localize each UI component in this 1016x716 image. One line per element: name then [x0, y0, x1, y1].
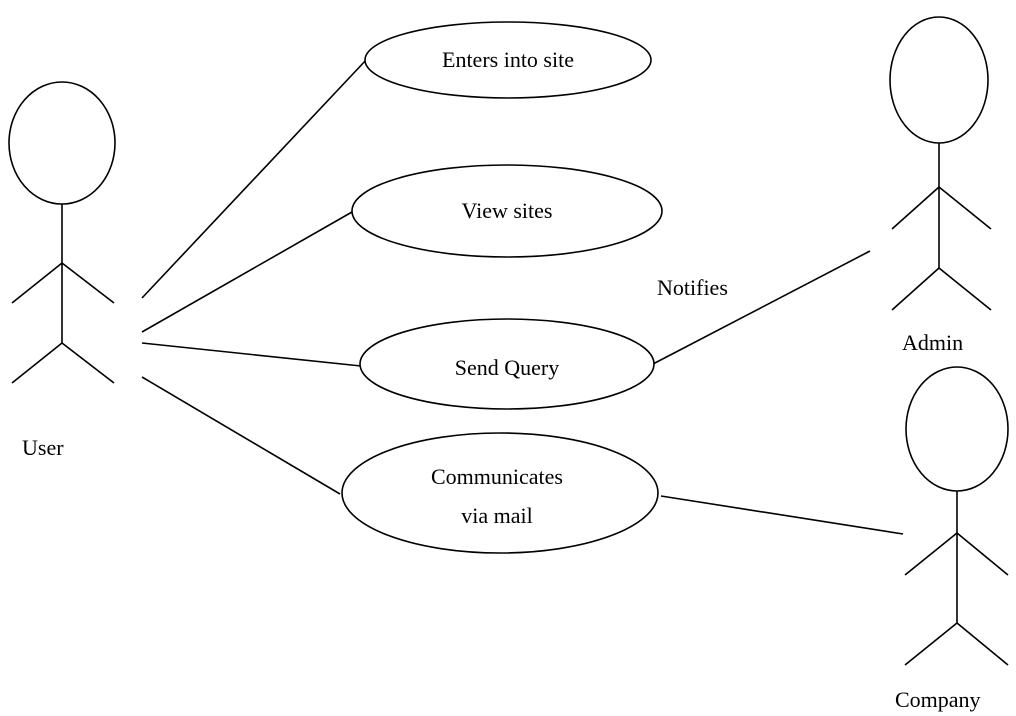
actor-user-left-arm [11, 262, 63, 304]
actor-user: User [8, 81, 116, 460]
actor-company-left-leg [904, 622, 958, 666]
use-case-enters-into-site-label: Enters into site [442, 47, 574, 72]
actor-company: Company [895, 366, 1009, 712]
use-case-communicates-via-mail-label-line2: via mail [461, 503, 532, 528]
actor-user-label: User [22, 435, 64, 460]
association-user-communicates-via-mail [141, 376, 341, 495]
actor-user-right-arm [61, 262, 115, 304]
association-user-view-sites [141, 211, 353, 333]
use-case-send-query: Send Query [359, 318, 655, 410]
actor-user-head [8, 81, 116, 205]
actor-company-right-leg [956, 622, 1009, 666]
actor-company-right-arm [956, 532, 1009, 576]
actor-company-head [905, 366, 1009, 492]
actor-admin: Admin [889, 16, 992, 355]
actor-company-left-arm [904, 532, 958, 576]
actor-admin-right-arm [938, 186, 992, 230]
actor-admin-left-leg [891, 267, 940, 311]
use-case-enters-into-site: Enters into site [364, 21, 652, 99]
use-case-view-sites-label: View sites [462, 198, 553, 223]
actor-user-right-leg [61, 342, 115, 384]
actor-admin-label: Admin [902, 330, 963, 355]
use-case-view-sites: View sites [351, 164, 663, 258]
use-case-send-query-label: Send Query [455, 355, 559, 380]
use-case-communicates-via-mail-oval [341, 432, 659, 554]
actor-user-left-leg [11, 342, 63, 384]
actor-admin-head [889, 16, 989, 144]
relation-notifies-label: Notifies [657, 275, 728, 300]
actor-admin-left-arm [891, 186, 940, 230]
association-user-enters-into-site [141, 58, 368, 299]
association-user-send-query [141, 342, 362, 367]
actor-admin-right-leg [938, 267, 992, 311]
association-send-query-admin [652, 250, 871, 365]
association-communicates-via-mail-company [660, 495, 904, 535]
actor-company-label: Company [895, 687, 981, 712]
use-case-view-sites-oval [351, 164, 663, 258]
use-case-send-query-oval [359, 318, 655, 410]
use-case-enters-into-site-oval [364, 21, 652, 99]
use-case-communicates-via-mail-label-line1: Communicates [431, 464, 563, 489]
use-case-communicates-via-mail: Communicates via mail [341, 432, 659, 554]
